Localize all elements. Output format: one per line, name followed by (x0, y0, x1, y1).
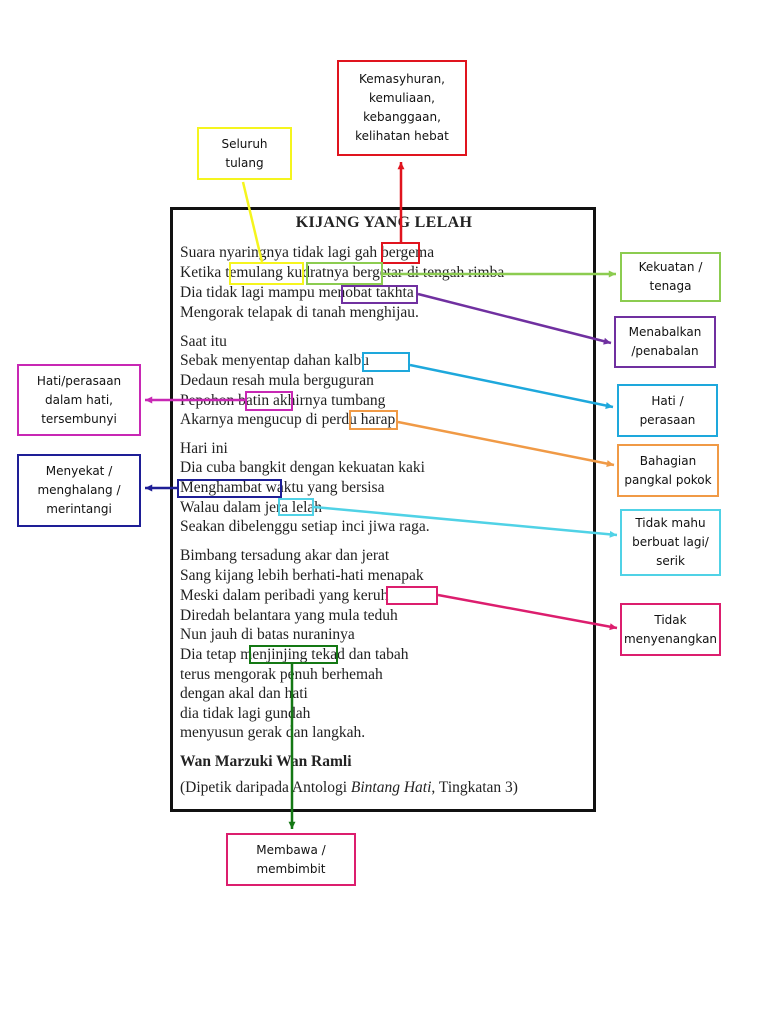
poem-title: KIJANG YANG LELAH (295, 214, 473, 231)
arrowhead-icon (609, 623, 617, 631)
arrowhead-icon (605, 402, 613, 409)
connector-kalbu (409, 363, 614, 409)
connector-temulang (241, 181, 264, 263)
highlight-menjinjing (249, 645, 338, 664)
poem-author: Wan Marzuki Wan Ramli (180, 753, 352, 770)
connector-menobat (417, 292, 612, 345)
poem-line: Suara nyaringnya tidak lagi gah bergema (180, 244, 435, 261)
meaning-box-kalbu: Hati / perasaan (617, 384, 718, 437)
meaning-box-menghambat: Menyekat / menghalang / merintangi (17, 454, 141, 527)
poem-line: Bimbang tersadung akar dan jerat (180, 547, 390, 564)
poem-line: Pepohon batin akhirnya tumbang (180, 392, 386, 409)
meaning-box-perdu: Bahagian pangkal pokok (617, 444, 719, 497)
highlight-kudratnya (306, 262, 383, 285)
highlight-temulang (229, 262, 304, 285)
source-title: Bintang Hati (350, 779, 432, 796)
connector-jera (313, 505, 618, 538)
poem-line: Sebak menyentap dahan kalbu (180, 352, 369, 369)
poem-line: Dia cuba bangkit dengan kekuatan kaki (180, 459, 425, 476)
meaning-box-gah: Kemasyhuran, kemuliaan, kebanggaan, keli… (337, 60, 467, 156)
poem-line: Meski dalam peribadi yang keruh (180, 587, 389, 604)
highlight-menghambat (177, 479, 282, 498)
meaning-box-keruh: Tidak menyenangkan (620, 603, 721, 656)
meaning-box-menjinjing: Membawa / membimbit (226, 833, 356, 886)
meaning-box-menobat: Menabalkan /penabalan (614, 316, 716, 368)
poem-line: Dedaun resah mula berguguran (180, 372, 374, 389)
connector-menghambat (145, 484, 177, 492)
poem-line: Nun jauh di batas nuraninya (180, 626, 355, 643)
poem-line: menyusun gerak dan langkah. (180, 724, 366, 741)
arrowhead-icon (609, 530, 617, 538)
highlight-perdu (349, 410, 398, 430)
arrowhead-icon (145, 396, 153, 404)
meaning-box-batin: Hati/perasaan dalam hati, tersembunyi (17, 364, 141, 436)
source-suffix: , Tingkatan 3) (431, 779, 518, 796)
highlight-kalbu (362, 352, 410, 372)
highlight-gah (381, 242, 420, 264)
poem-source: (Dipetik daripada Antologi Bintang Hati,… (180, 779, 518, 797)
highlight-batin (245, 391, 293, 411)
highlight-jera (278, 498, 314, 516)
poem-line: Diredah belantara yang mula teduh (180, 607, 398, 624)
poem-line: dengan akal dan hati (180, 685, 308, 702)
poem-line: Menghambat waktu yang bersisa (180, 479, 385, 496)
poem-line: Ketika temulang kudratnya bergetar di te… (180, 264, 505, 281)
poem-line: Saat itu (180, 333, 227, 350)
connector-menjinjing (288, 664, 296, 829)
poem-line: dia tidak lagi gundah (180, 705, 311, 722)
poem-line: Mengorak telapak di tanah menghijau. (180, 304, 419, 321)
poem-line: Sang kijang lebih berhati-hati menapak (180, 567, 424, 584)
source-prefix: (Dipetik daripada Antologi (180, 779, 351, 796)
poem-line: Walau dalam jera lelah (180, 499, 323, 516)
connector-gah (397, 162, 405, 242)
connector-perdu (397, 420, 615, 468)
arrowhead-icon (606, 460, 614, 468)
highlight-menobat (341, 285, 418, 304)
connector-batin (145, 396, 245, 404)
arrowhead-icon (145, 484, 153, 492)
poem-line: Akarnya mengucup di perdu harap. (180, 411, 400, 428)
arrowhead-icon (603, 337, 611, 345)
poem-frame (170, 207, 596, 812)
poem-line: Hari ini (180, 440, 228, 457)
poem-line: Seakan dibelenggu setiap inci jiwa raga. (180, 518, 430, 535)
meaning-box-kudratnya: Kekuatan / tenaga (620, 252, 721, 302)
highlight-keruh (386, 586, 438, 605)
arrowhead-icon (397, 162, 405, 170)
meaning-box-temulang: Seluruh tulang (197, 127, 292, 180)
poem-line: Dia tidak lagi mampu menobat takhta (180, 284, 414, 301)
connector-kudratnya (383, 270, 616, 278)
connector-keruh (437, 593, 618, 631)
arrowhead-icon (288, 821, 296, 829)
meaning-box-jera: Tidak mahu berbuat lagi/ serik (620, 509, 721, 576)
poem-line: Dia tetap menjinjing tekad dan tabah (180, 646, 409, 663)
arrowhead-icon (608, 270, 616, 278)
poem-line: terus mengorak penuh berhemah (180, 666, 383, 683)
